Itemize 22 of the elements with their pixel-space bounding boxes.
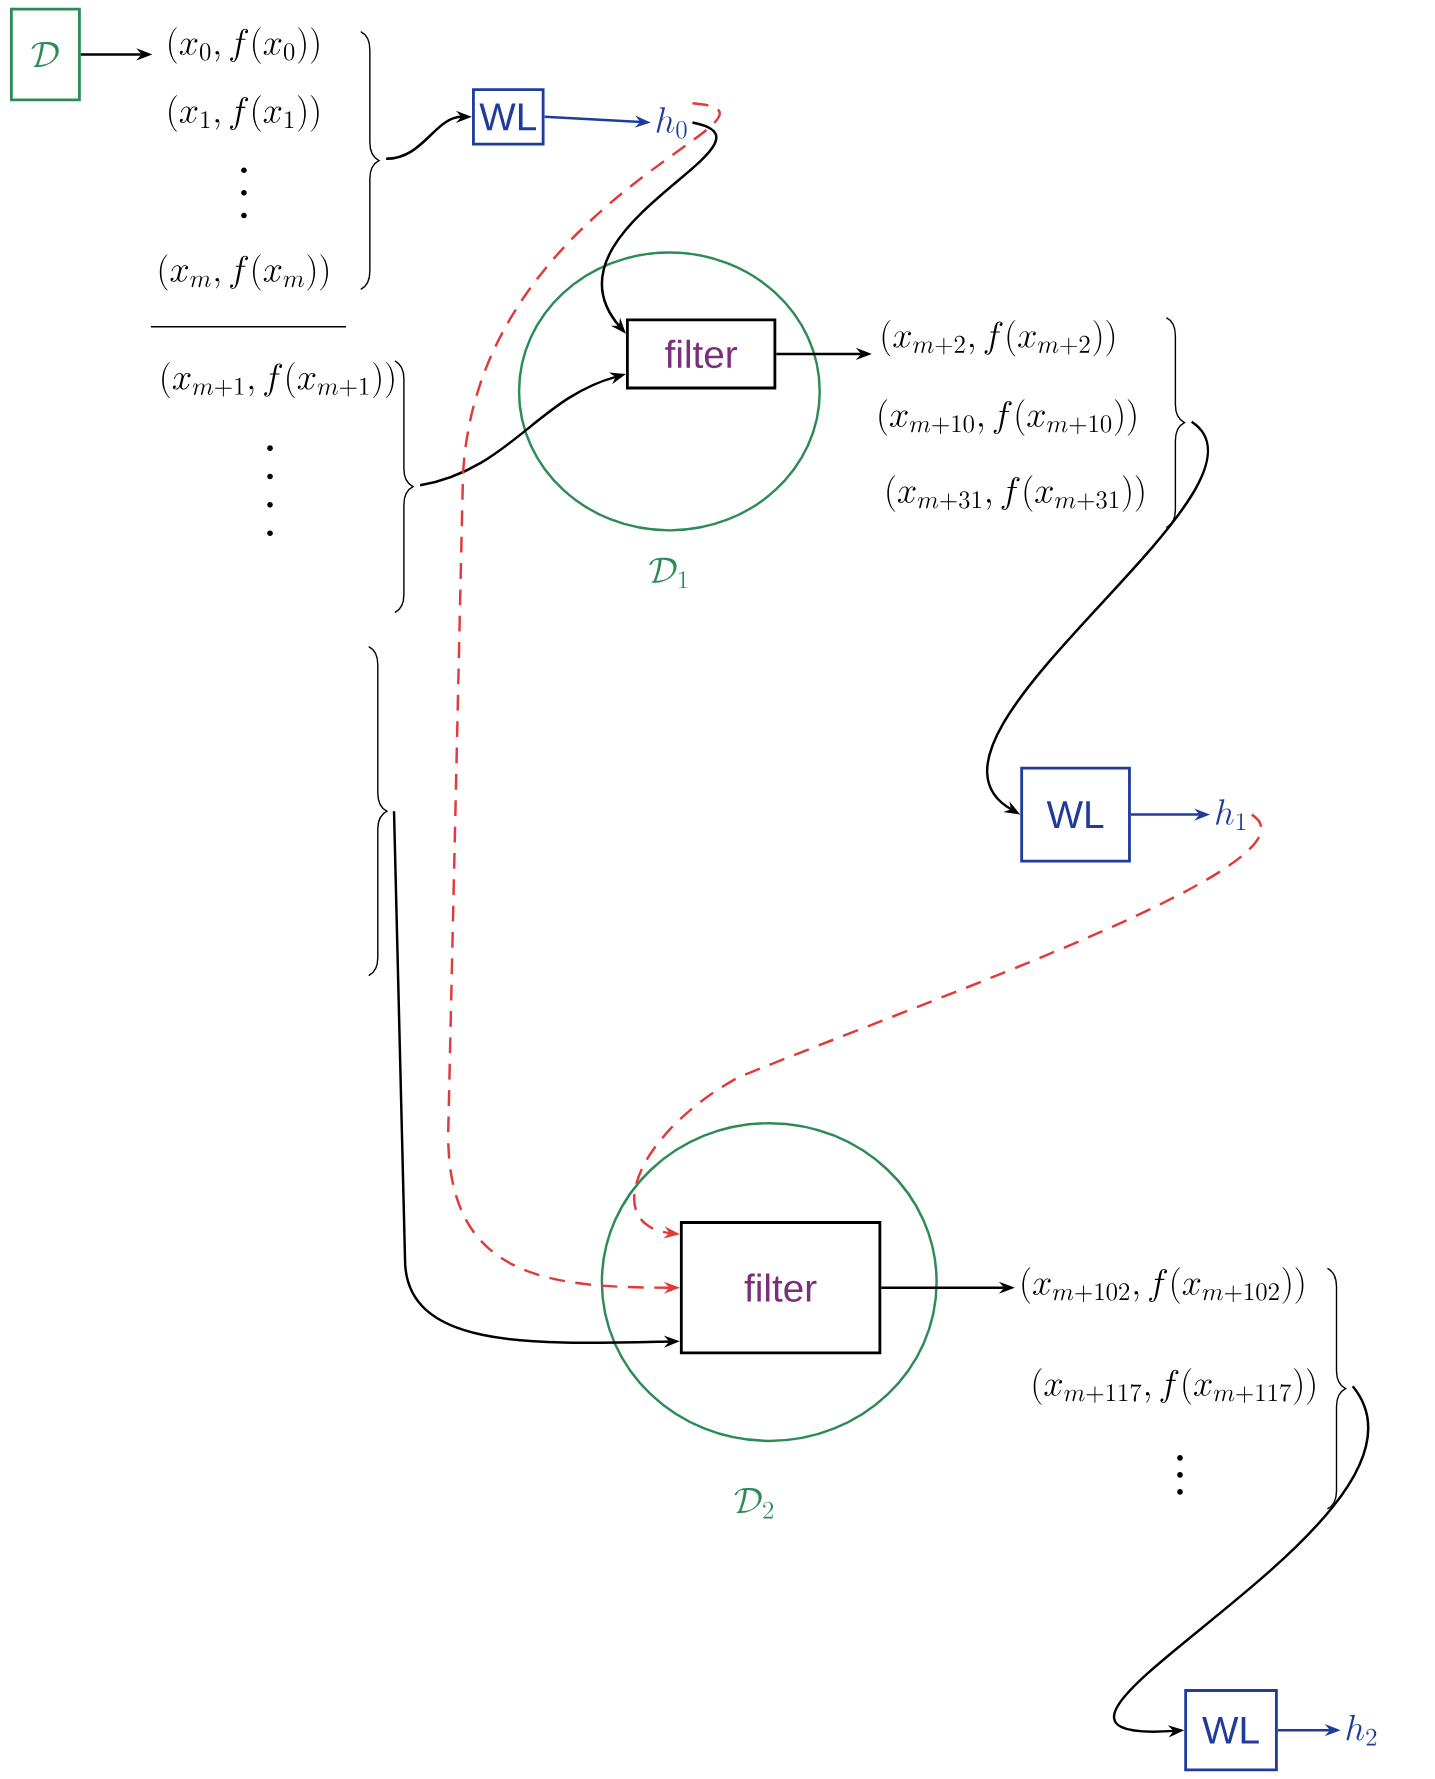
set-label: $\mathcal{D}_1$: [649, 557, 688, 589]
process-box: WL: [1020, 766, 1131, 863]
sample-pair: $(x_{m+10}, f(x_{m+10}))$: [879, 399, 1136, 436]
output-symbol: $h_2$: [1346, 1714, 1377, 1746]
arrow: [987, 421, 1208, 815]
sample-pair: $(x_{m+117}, f(x_{m+117}))$: [1033, 1368, 1315, 1405]
output-symbol: $h_0$: [656, 107, 687, 139]
sample-pair: $(x_{m+1}, f(x_{m+1}))$: [162, 361, 394, 399]
sample-pair: $(x_{m+102}, f(x_{m+102}))$: [1022, 1267, 1304, 1304]
symbol-box: $\mathcal{D}$: [9, 7, 81, 102]
set-label: $\mathcal{D}_2$: [734, 1488, 773, 1519]
sample-pair: $(x_{m+2}, f(x_{m+2}))$: [882, 319, 1114, 357]
process-box: WL: [471, 88, 545, 146]
process-box: filter: [679, 1221, 882, 1355]
sample-pair: $(x_m, f(x_m))$: [159, 254, 328, 291]
output-symbol: $h_1$: [1216, 799, 1245, 830]
sample-pair: $(x_{m+31}, f(x_{m+31}))$: [887, 475, 1144, 512]
sample-pair: $(x_1, f(x_1))$: [169, 95, 319, 132]
sample-pair: $(x_0, f(x_0))$: [169, 27, 319, 64]
process-box: filter: [625, 318, 777, 390]
process-box: WL: [1184, 1689, 1278, 1772]
brace: [367, 645, 388, 977]
